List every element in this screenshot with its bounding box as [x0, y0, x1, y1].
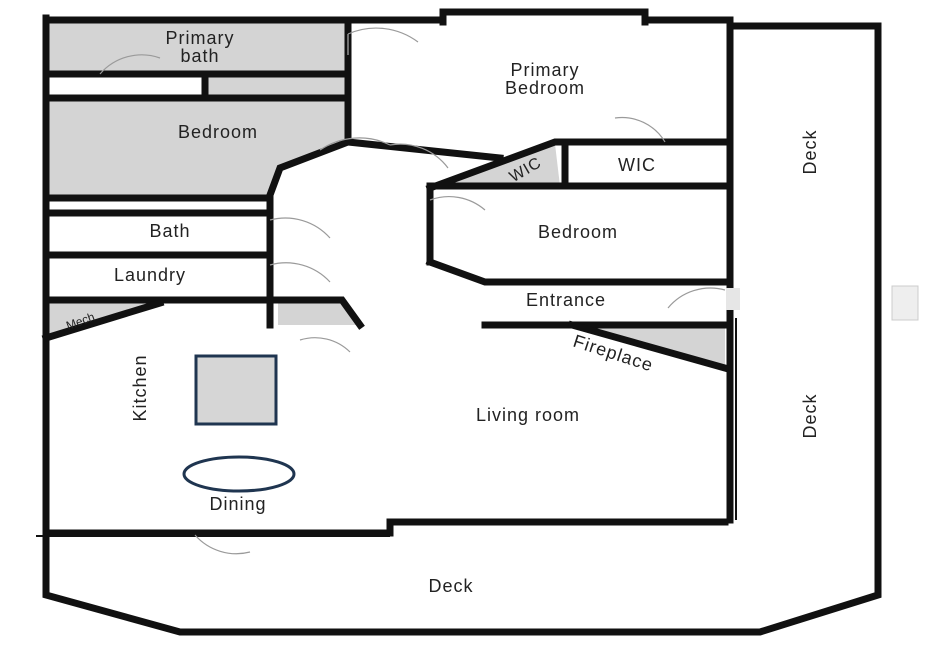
walls — [41, 8, 734, 594]
primary-bath-label-line2: bath — [180, 46, 219, 66]
dining-table — [182, 455, 296, 493]
bath-label: Bath — [149, 221, 190, 241]
dining-label: Dining — [209, 494, 266, 514]
primary-bedroom-label-line2: Bedroom — [505, 78, 585, 98]
deck-east-upper-label: Deck — [800, 129, 820, 174]
doors — [99, 27, 919, 555]
wic-label: WIC — [618, 155, 656, 175]
entrance-label: Entrance — [526, 290, 606, 310]
primary-bath-area — [46, 22, 348, 72]
kitchen-island — [194, 354, 278, 426]
hall-closet-area — [278, 303, 360, 325]
exterior-door-jamb — [891, 285, 919, 321]
laundry-label: Laundry — [114, 265, 186, 285]
bedroom-west-area — [46, 98, 348, 195]
entrance-door-jamb — [726, 288, 740, 310]
room-labels: Primary bath Primary Bedroom Bedroom Bat… — [64, 28, 820, 596]
closet-area — [208, 76, 348, 98]
deck-east-lower-label: Deck — [800, 393, 820, 438]
kitchen-label: Kitchen — [130, 354, 150, 421]
primary-bath-label-line1: Primary — [166, 28, 235, 48]
bedroom-east-label: Bedroom — [538, 222, 618, 242]
living-room-label: Living room — [476, 405, 580, 425]
primary-bedroom-label-line1: Primary — [511, 60, 580, 80]
bedroom-west-label: Bedroom — [178, 122, 258, 142]
deck-south-label: Deck — [428, 576, 473, 596]
